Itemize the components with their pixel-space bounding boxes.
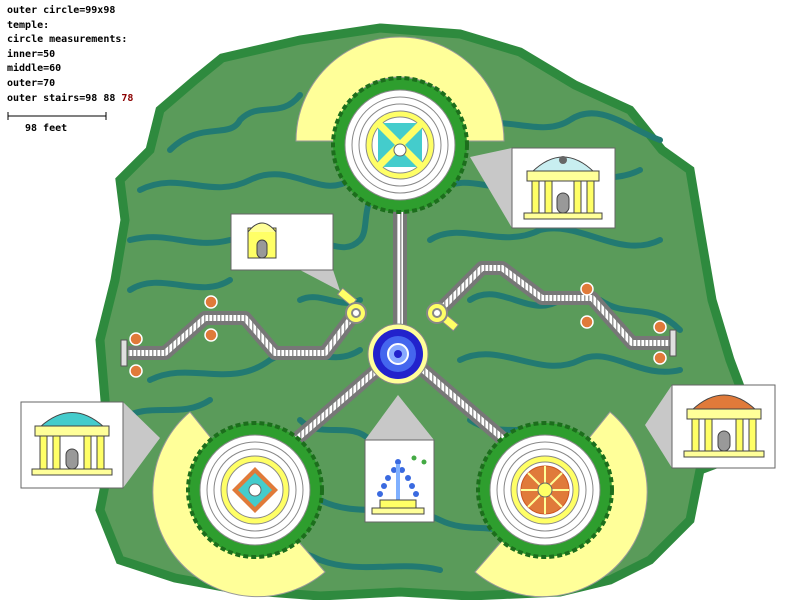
scale-bar	[7, 112, 107, 120]
temple-circle-southwest	[186, 421, 324, 559]
temple-circle-southeast	[476, 421, 614, 559]
gatehouse-elevation	[230, 213, 334, 271]
temple-circle-north	[331, 76, 469, 214]
callout-connectors	[123, 148, 672, 488]
path-roundels	[345, 302, 448, 324]
inner-measure: inner=50	[7, 48, 56, 60]
temple-elevation-north	[511, 147, 616, 229]
temple-elevation-west	[20, 401, 124, 489]
fountain-elevation	[364, 439, 435, 523]
flower-markers	[129, 282, 667, 378]
outer-measure: outer=70	[7, 77, 56, 89]
outer-stairs-red-value: 78	[121, 92, 134, 104]
temple-elevation-east	[671, 384, 776, 469]
path-endcaps	[120, 329, 677, 367]
central-fountain	[367, 323, 429, 385]
outer-stairs-values: outer stairs=98 88	[7, 92, 116, 104]
outer-stairs-measure: outer stairs=98 88 78	[7, 92, 133, 107]
measurements-legend: outer circle=99x98 temple: circle measur…	[7, 4, 133, 106]
outer-circle-measure: outer circle=99x98	[7, 5, 116, 16]
circle-measurements-label: circle measurements:	[7, 34, 128, 46]
scale-label: 98 feet	[25, 123, 68, 134]
temple-label: temple:	[7, 19, 50, 31]
middle-measure: middle=60	[7, 63, 62, 75]
